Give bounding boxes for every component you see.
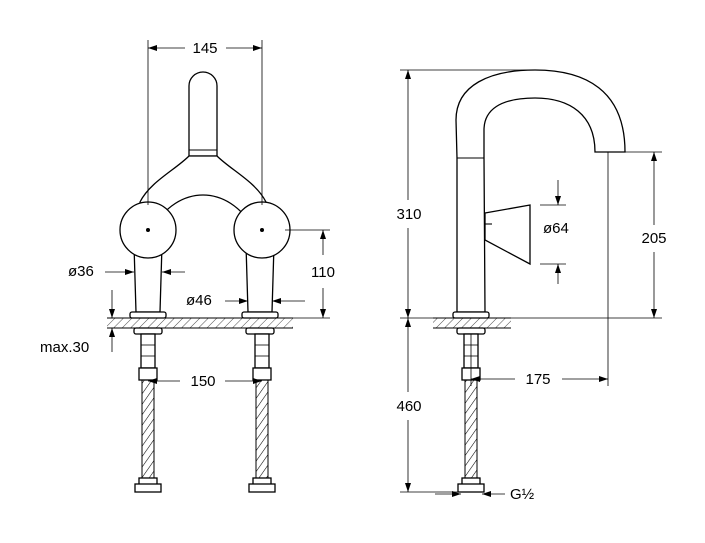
side-supply-hose (457, 333, 485, 493)
dimension-dia46: ø46 (186, 292, 305, 309)
bridge-arch (139, 155, 267, 234)
dimension-310: 310 (396, 69, 535, 319)
dim-label-310: 310 (396, 206, 421, 223)
dim-label-dia36: ø36 (68, 263, 94, 280)
countertop-front (107, 318, 293, 328)
dimension-max30: max.30 (40, 290, 115, 356)
side-view: 310 460 205 ø64 (396, 69, 667, 503)
dimension-460: 460 (396, 318, 458, 493)
dimension-dia64: ø64 (540, 180, 569, 284)
left-supply-hose (134, 333, 162, 493)
front-view: 145 110 ø36 ø46 (40, 40, 335, 493)
dimension-110: 110 (285, 229, 335, 319)
countertop-side (433, 318, 511, 328)
spout-column (188, 71, 218, 157)
dim-label-205: 205 (641, 230, 666, 247)
dim-label-thread: G½ (510, 486, 535, 503)
dim-label-460: 460 (396, 398, 421, 415)
gooseneck-spout (455, 69, 626, 313)
dimension-dia36: ø36 (68, 263, 185, 280)
dim-label-145: 145 (192, 40, 217, 57)
dim-label-dia46: ø46 (186, 292, 212, 309)
dimension-205: 205 (511, 151, 667, 319)
dimension-thread: G½ (435, 486, 535, 503)
right-supply-hose (248, 333, 276, 493)
dimension-145: 145 (147, 40, 263, 205)
dim-label-175: 175 (525, 371, 550, 388)
dim-label-150: 150 (190, 373, 215, 390)
dim-label-dia64: ø64 (543, 220, 569, 237)
dimension-175: 175 (470, 152, 609, 388)
dim-label-max30: max.30 (40, 339, 89, 356)
side-handle (484, 204, 531, 266)
dimension-150: 150 (148, 373, 262, 390)
dim-label-110: 110 (311, 264, 335, 281)
